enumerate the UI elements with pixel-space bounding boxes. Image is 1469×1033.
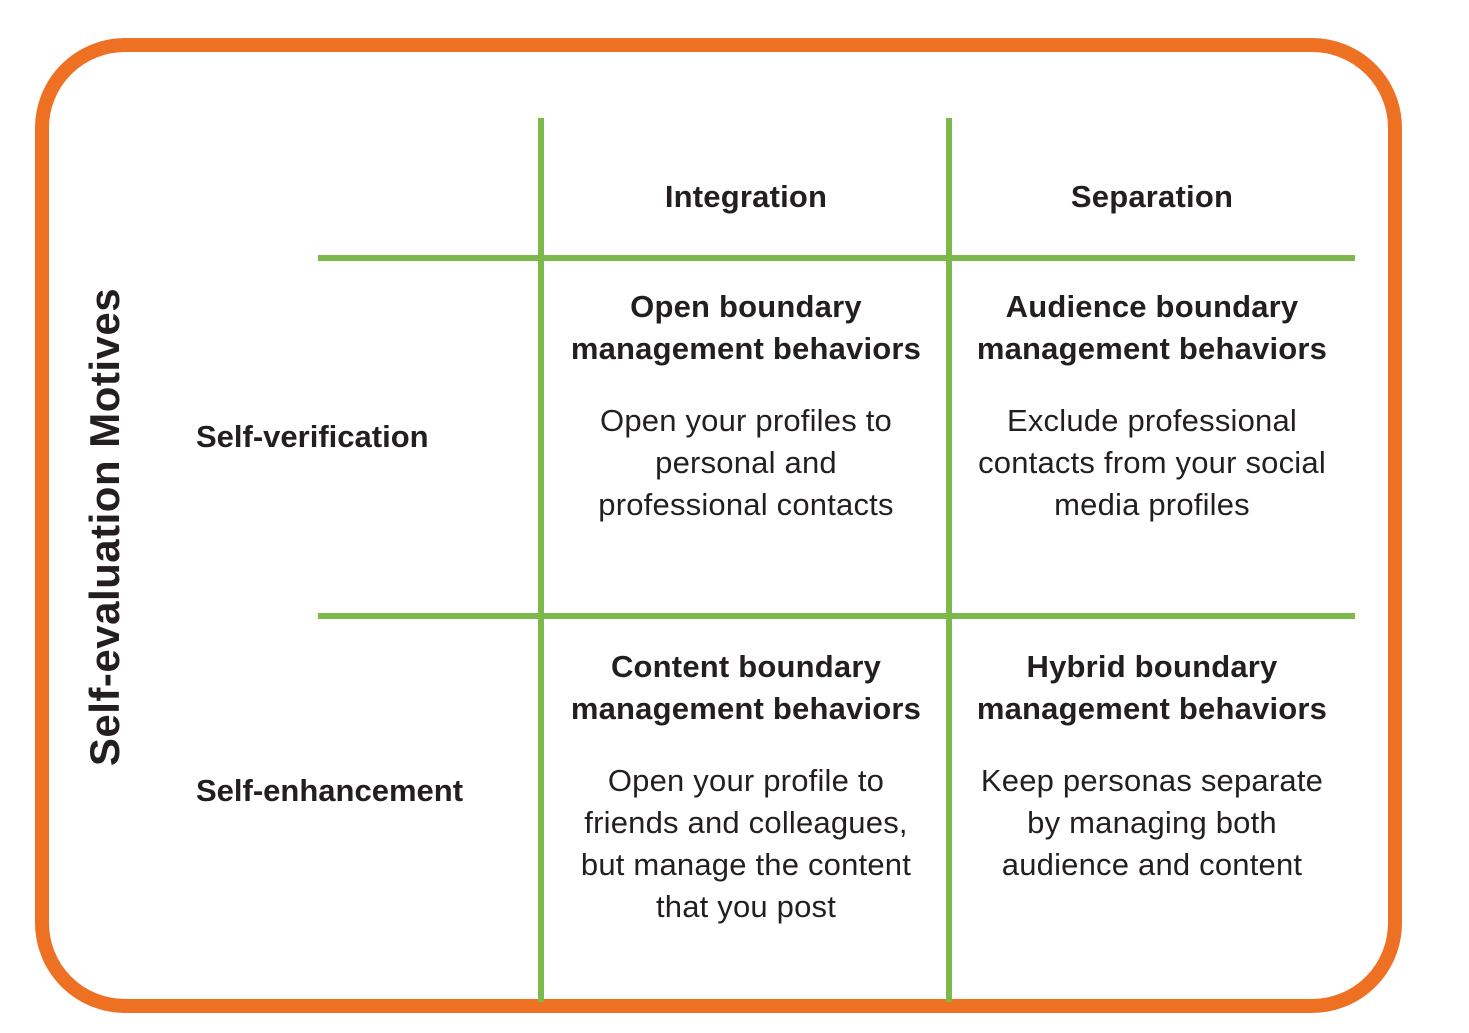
quadrant-content-boundary-description: Open your profile to friends and colleag…: [580, 763, 912, 925]
grid-horizontal-line-2: [318, 613, 1355, 619]
grid-vertical-line-1: [538, 118, 544, 1002]
quadrant-open-boundary-description: Open your profiles to personal and profe…: [598, 403, 894, 523]
row-label-self-verification: Self-verification: [196, 419, 429, 454]
quadrant-audience-boundary-description: Exclude professional contacts from your …: [978, 403, 1326, 523]
quadrant-audience-boundary-title: Audience boundary management behaviors: [976, 289, 1328, 367]
column-header-integration: Integration: [664, 179, 828, 214]
figure-rounded-border: [35, 38, 1402, 1013]
column-header-separation: Separation: [1070, 179, 1234, 214]
grid-horizontal-line-1: [318, 255, 1355, 261]
grid-vertical-line-2: [946, 118, 952, 1002]
quadrant-hybrid-boundary-description: Keep personas separate by managing both …: [980, 763, 1324, 883]
row-label-self-enhancement: Self-enhancement: [196, 773, 464, 808]
quadrant-open-boundary-title: Open boundary management behaviors: [570, 289, 922, 367]
quadrant-hybrid-boundary-title: Hybrid boundary management behaviors: [976, 649, 1328, 727]
quadrant-content-boundary-title: Content boundary management behaviors: [570, 649, 922, 727]
y-axis-label: Self-evaluation Motives: [81, 287, 128, 767]
